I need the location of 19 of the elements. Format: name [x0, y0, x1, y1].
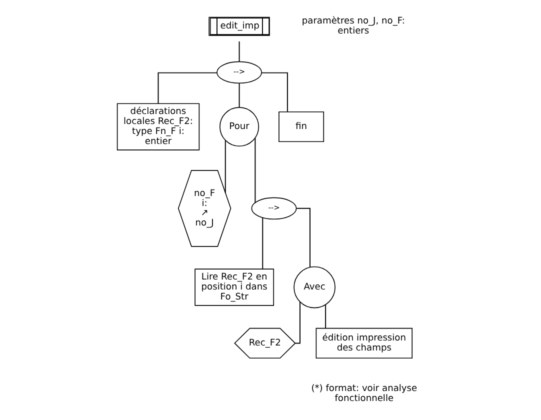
connector [261, 72, 288, 112]
node-box: fin [278, 111, 324, 142]
node-ellipse: --> [216, 61, 262, 84]
node-circle: Pour [220, 107, 260, 147]
connector [238, 40, 240, 62]
connector [224, 140, 226, 194]
node-circle: Avec [294, 266, 336, 308]
connector [238, 82, 240, 108]
label: paramètres no_J, no_F: entiers [302, 16, 405, 37]
node-box: Lire Rec_F2 en position i dans Fo_Str [194, 268, 274, 306]
connector [158, 72, 218, 104]
connector [294, 301, 300, 344]
label: (*) format: voir analyse fonctionnelle [311, 384, 418, 404]
node-box: déclarations locales Rec_F2: type Fn_F i: entier [116, 103, 200, 150]
connector [325, 304, 326, 329]
connector [262, 217, 264, 270]
node-box: édition impression des champs [316, 328, 413, 359]
connector [254, 138, 256, 204]
node-ellipse: --> [251, 197, 297, 220]
